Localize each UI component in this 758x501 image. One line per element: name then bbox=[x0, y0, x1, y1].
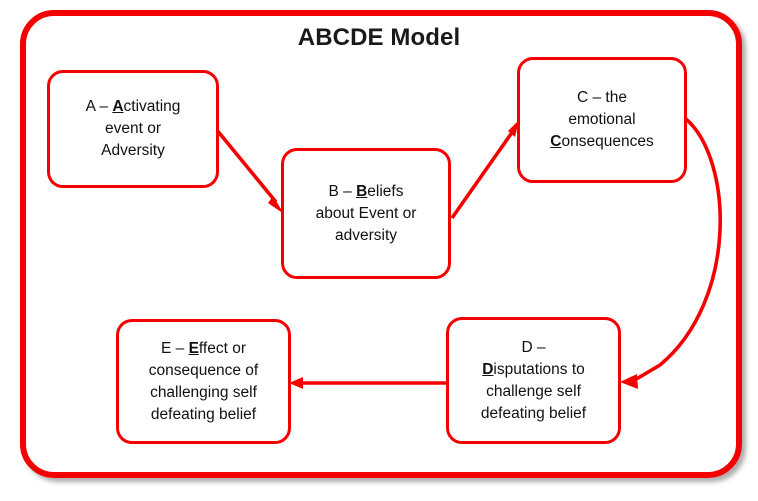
node-disputations[interactable]: D – Disputations to challenge self defea… bbox=[446, 317, 621, 444]
node-a-line2: event or bbox=[104, 120, 161, 137]
node-b-prefix: B – bbox=[328, 182, 357, 200]
node-d-line2: isputations to bbox=[493, 360, 585, 378]
node-e-line2: consequence of bbox=[148, 361, 259, 379]
node-a-rest: ctivating bbox=[123, 98, 181, 115]
node-a-text: A – Activating event or Adversity bbox=[58, 96, 208, 162]
node-a-emphasis: A bbox=[112, 98, 124, 115]
node-a-prefix: A – bbox=[85, 98, 113, 115]
node-b-line2: about Event or bbox=[315, 204, 417, 222]
page-title: ABCDE Model bbox=[297, 24, 461, 51]
node-d-line4: defeating belief bbox=[480, 404, 587, 422]
node-e-emphasis: E bbox=[188, 339, 199, 357]
node-b-emphasis: B bbox=[356, 182, 368, 200]
node-d-emphasis: D bbox=[482, 360, 494, 378]
node-c-line2: emotional bbox=[568, 111, 636, 128]
node-activating-event[interactable]: A – Activating event or Adversity bbox=[47, 70, 219, 188]
node-d-text: D – Disputations to challenge self defea… bbox=[457, 337, 610, 425]
node-e-text: E – Effect or consequence of challenging… bbox=[127, 338, 280, 426]
node-c-emphasis: C bbox=[550, 133, 562, 150]
outer-frame-border bbox=[20, 10, 742, 478]
node-c-line3-rest: onsequences bbox=[561, 133, 654, 150]
node-d-line3: challenge self bbox=[486, 382, 581, 400]
node-emotional-consequences[interactable]: C – the emotional Consequences bbox=[517, 57, 687, 183]
node-e-prefix: E – bbox=[160, 339, 189, 357]
node-effect[interactable]: E – Effect or consequence of challenging… bbox=[116, 319, 291, 444]
node-c-prefix: C – the bbox=[577, 89, 627, 106]
node-c-text: C – the emotional Consequences bbox=[528, 87, 676, 153]
node-d-prefix: D – bbox=[521, 338, 546, 356]
node-e-rest: ffect or bbox=[198, 339, 247, 357]
node-b-text: B – Beliefs about Event or adversity bbox=[292, 181, 440, 247]
node-e-line4: defeating belief bbox=[150, 405, 257, 423]
node-beliefs[interactable]: B – Beliefs about Event or adversity bbox=[281, 148, 451, 279]
node-a-line3: Adversity bbox=[101, 142, 165, 159]
node-b-line3: adversity bbox=[334, 226, 398, 244]
node-b-rest: eliefs bbox=[367, 182, 404, 200]
node-e-line3: challenging self bbox=[150, 383, 257, 401]
